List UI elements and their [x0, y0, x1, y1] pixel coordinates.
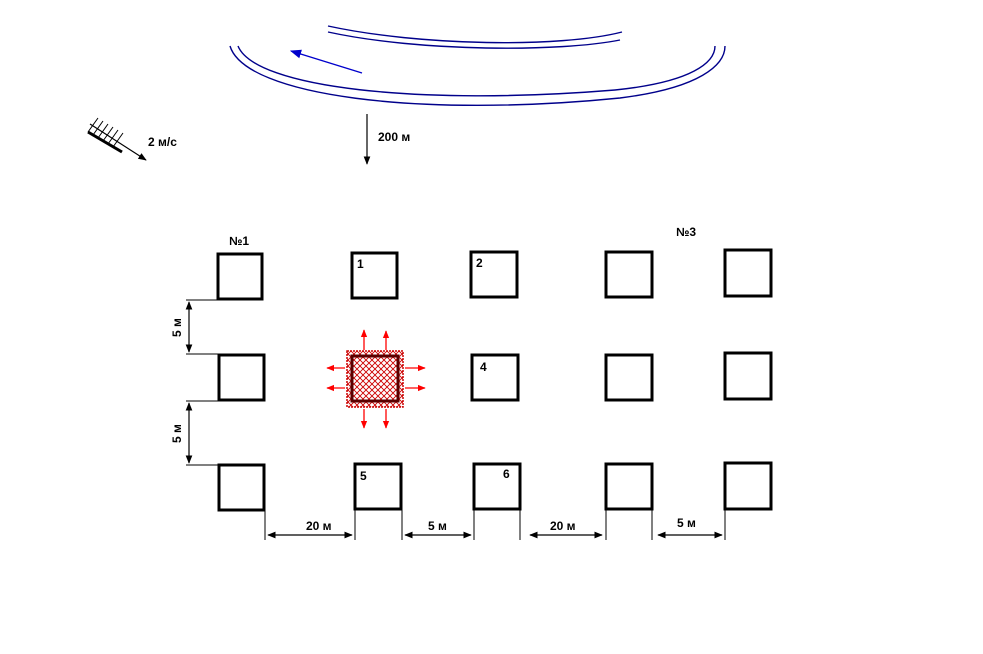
wind-indicator: 2 м/с [87, 117, 177, 161]
building [604, 250, 654, 299]
dimension-label-horizontal-4: 5 м [677, 516, 696, 530]
dimension-label-horizontal-1: 20 м [306, 519, 332, 533]
fire-zone [346, 350, 404, 408]
building [723, 248, 773, 298]
river-bank-top-2 [327, 31, 621, 49]
building-number-2: 2 [476, 256, 483, 270]
building [217, 353, 266, 402]
building [350, 251, 399, 300]
building-number-1: 1 [357, 257, 364, 271]
building [723, 351, 773, 401]
building-grid [216, 248, 773, 512]
river-distance-label: 200 м [378, 130, 410, 144]
river-bank-top-1 [327, 25, 623, 44]
wind-speed-label: 2 м/с [148, 135, 177, 149]
river-distance: 200 м [363, 114, 410, 165]
building [472, 462, 522, 511]
building [469, 250, 519, 299]
river-bank-inner [237, 45, 716, 97]
group-label-1: №1 [229, 234, 249, 248]
horizontal-dimensions [264, 510, 726, 540]
building-number-5: 5 [360, 469, 367, 483]
river-flow-arrow [289, 49, 363, 74]
building [723, 461, 773, 511]
building [216, 252, 264, 301]
fire-building-outline [350, 354, 400, 403]
building [604, 353, 654, 402]
river-bank-outer [229, 45, 726, 107]
wind-arrow-icon [87, 117, 147, 161]
river [229, 25, 726, 107]
building [604, 462, 654, 511]
burning-building [326, 329, 426, 429]
building [470, 353, 520, 402]
dimension-label-vertical-bottom: 5 м [170, 424, 184, 443]
building [217, 463, 266, 512]
dimension-label-horizontal-2: 5 м [428, 519, 447, 533]
vertical-dimensions [185, 299, 218, 466]
group-label-3: №3 [676, 225, 696, 239]
dimension-label-horizontal-3: 20 м [550, 519, 576, 533]
fire-spread-arrows [326, 329, 426, 429]
building-number-6: 6 [503, 467, 510, 481]
dimension-label-vertical-top: 5 м [170, 318, 184, 337]
building-number-4: 4 [480, 360, 487, 374]
building [353, 462, 403, 511]
